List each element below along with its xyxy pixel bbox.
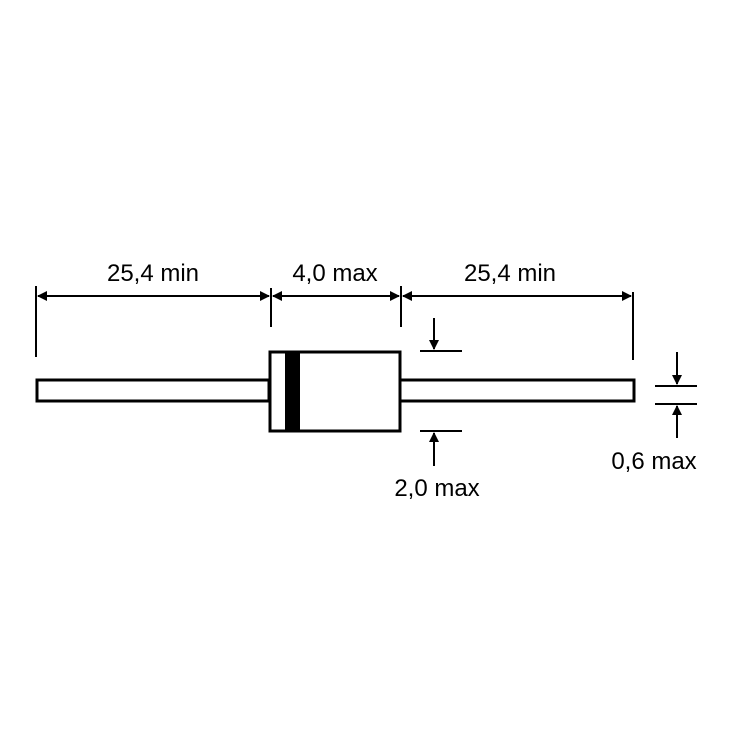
cathode-band — [285, 352, 300, 431]
right-lead — [398, 378, 636, 403]
label-left-lead-length: 25,4 min — [107, 260, 199, 287]
label-right-lead-length: 25,4 min — [464, 260, 556, 287]
label-lead-diameter: 0,6 max — [611, 448, 696, 475]
label-body-length: 4,0 max — [292, 260, 377, 287]
label-body-diameter: 2,0 max — [394, 475, 479, 502]
left-lead — [35, 378, 271, 403]
